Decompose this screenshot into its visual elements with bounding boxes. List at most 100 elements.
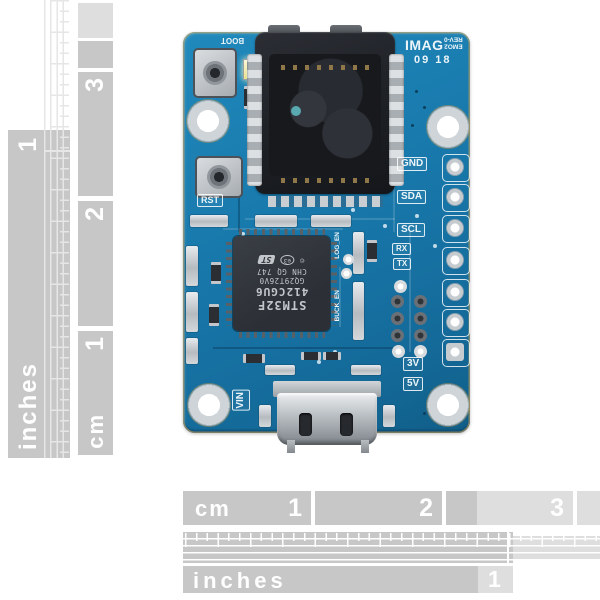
ruler-bottom-cm-segment-3a: [446, 491, 477, 525]
trace: [339, 267, 341, 327]
header-hole-rx: [442, 247, 470, 275]
ruler-bottom-cm-number-2: 2: [419, 494, 433, 522]
socket-pin-row-bottom: [281, 178, 377, 183]
chip-marking-line3: GQ29T26V0: [258, 276, 305, 285]
micro-usb-connector: [277, 393, 377, 445]
header-hole-scl: [442, 215, 470, 243]
board-title: IMAG: [405, 37, 444, 53]
solder-pad: [190, 215, 228, 227]
ruler-left-inches-label: inches: [15, 361, 42, 450]
solder-pad: [265, 365, 295, 375]
trace: [393, 152, 395, 232]
vin-label: VIN: [232, 390, 250, 411]
ruler-bottom-cm-segment-3b: 3: [477, 491, 573, 525]
rst-label: RST: [197, 194, 223, 207]
ruler-left-cm-number-3: 3: [81, 78, 109, 92]
chip-e3-mark: e3: [280, 255, 294, 265]
ruler-bottom-cm-segment-2: 2: [315, 491, 442, 525]
header-grid-hole: [391, 295, 404, 308]
chip-pins-right: [331, 242, 337, 326]
header-grid-hole: [391, 329, 404, 342]
boot-button-plunger: [203, 61, 227, 85]
board-rev-line2: REV-0: [444, 35, 463, 43]
chip-marking-line1: STM32F: [256, 298, 307, 312]
header-hole-tx: [442, 279, 470, 307]
scl-label: SCL: [397, 223, 425, 237]
chip-markings: STM32F 412CGU6 GQ29T26V0 CHN GQ 747 © e3…: [255, 255, 308, 312]
ruler-left-cm-label: cm: [83, 413, 108, 449]
usb-slot: [299, 413, 312, 436]
mounting-hole-bottom-left: [187, 383, 231, 427]
ruler-bottom-inch-mark: [507, 532, 509, 563]
log-en-label: LOG_EN: [334, 232, 341, 259]
trace: [238, 182, 240, 232]
plated-hole: [446, 188, 464, 206]
solder-pad: [311, 215, 351, 227]
solder-pad: [186, 338, 198, 364]
plated-hole: [446, 251, 464, 269]
ruler-left-cm-number-2: 2: [81, 207, 109, 221]
resistor: [209, 304, 219, 326]
chip-pins-left: [226, 242, 232, 326]
trace: [223, 228, 343, 230]
solder-pad: [186, 292, 198, 332]
gnd-label: GND: [397, 157, 428, 171]
reset-button: [195, 156, 243, 198]
socket-footprint-pads: [268, 196, 383, 207]
mounting-hole-top-right: [426, 105, 470, 149]
header-grid-hole: [391, 312, 404, 325]
via-pad: [414, 345, 427, 358]
board-rev-line1: EMO2: [444, 42, 463, 50]
via-pad: [341, 268, 352, 279]
ruler-left-inches-number-1: 1: [14, 138, 42, 152]
chip-copyright-mark: ©: [299, 256, 305, 264]
resistor: [301, 352, 321, 360]
via: [423, 106, 426, 109]
usb-foot: [361, 440, 369, 453]
socket-clip-left: [247, 54, 262, 186]
socket-cavity: [269, 54, 381, 176]
resistor: [243, 354, 265, 363]
header-hole-sda: [442, 184, 470, 212]
ruler-bottom-inches-label: inches: [193, 568, 287, 593]
header-grid-hole: [414, 295, 427, 308]
mounting-hole-top-left: [186, 99, 230, 143]
ruler-left-cm-segment-3: 3: [78, 72, 113, 196]
ruler-left-cm-segment: [78, 41, 113, 68]
chip-test-socket: [255, 32, 395, 194]
ruler-bottom-inches-bar: inches: [183, 566, 478, 593]
reset-button-plunger: [207, 165, 231, 189]
ruler-left-ticks-major: [50, 0, 69, 458]
chip-pins-top: [239, 229, 325, 235]
chip-logo-row: © e3 ST: [255, 255, 308, 265]
ruler-left-cm-segment-2: 2: [78, 201, 113, 326]
ruler-bottom-cm-label: cm: [195, 496, 231, 521]
sda-label: SDA: [397, 190, 427, 204]
rx-label: RX: [392, 243, 412, 255]
jumper-pad: [353, 282, 364, 340]
ruler-bottom-cm-number-3: 3: [550, 494, 564, 522]
ruler-left-cm-number-1: 1: [81, 337, 109, 351]
trace: [213, 347, 393, 349]
chip-marking-line2: 412CGU6: [254, 285, 309, 298]
buck-en-label: BUCK_EN: [334, 290, 341, 322]
chip-marking-line4: CHN GQ 747: [256, 267, 307, 276]
jumper-pad: [353, 232, 364, 274]
via-pad: [394, 280, 407, 293]
header-grid-hole: [414, 329, 427, 342]
header-grid-hole: [414, 312, 427, 325]
st-logo: ST: [257, 255, 276, 265]
solder-pad: [186, 246, 198, 286]
chip-pins-bottom: [239, 332, 325, 338]
boot-label: BOOT: [221, 36, 245, 45]
ruler-left-cm-segment-1: 1 cm: [78, 331, 113, 455]
header-hole: [442, 309, 470, 337]
resistor: [367, 240, 377, 262]
3v-label: 3V: [403, 357, 424, 371]
socket-pin-row-top: [281, 65, 377, 70]
usb-slot: [340, 413, 353, 436]
resistor: [323, 352, 341, 360]
via: [351, 208, 355, 212]
solder-pad: [255, 215, 297, 227]
